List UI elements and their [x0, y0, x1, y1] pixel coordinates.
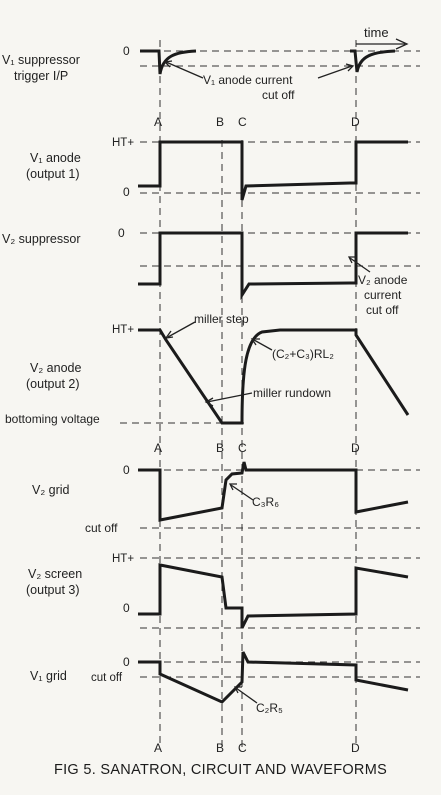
v1-grid-waveform — [138, 651, 409, 704]
trace-label-line: trigger I/P — [14, 69, 68, 83]
pointer-c2r5 — [235, 687, 258, 704]
time-axis: time — [356, 25, 409, 50]
annotation-bottoming-voltage: bottoming voltage — [5, 412, 100, 426]
trace-label-line: V₂ anode — [30, 361, 81, 375]
time-marker-d: D — [351, 741, 360, 755]
time-marker-labels-mid: A B C D — [154, 441, 360, 455]
annotation-v2-anode-cutoff: current — [364, 288, 402, 302]
annotation-c2r5: C₂R₅ — [256, 701, 283, 715]
arrowhead — [204, 397, 214, 407]
time-marker-a: A — [154, 741, 162, 755]
level-label-zero: 0 — [123, 463, 130, 477]
level-label-ht: HT+ — [112, 553, 134, 565]
level-label-zero: 0 — [123, 601, 130, 615]
waveform-diagram: time V₁ suppressor trigger I/P 0 V₁ anod… — [2, 25, 420, 755]
level-label-ht: HT+ — [112, 324, 134, 336]
time-marker-c: C — [238, 441, 247, 455]
time-marker-c: C — [238, 741, 247, 755]
trace-label-line: V₂ screen — [28, 567, 82, 581]
trace-label-line: V₂ grid — [32, 483, 70, 497]
annotation-v2-anode-cutoff: V₂ anode — [358, 273, 408, 287]
trace-label-line: (output 3) — [26, 583, 80, 597]
trace-v2-anode: V₂ anode (output 2) HT+ bottoming voltag… — [5, 312, 410, 426]
trace-v2-screen: V₂ screen (output 3) HT+ 0 — [26, 553, 420, 629]
time-marker-a: A — [154, 441, 162, 455]
arrowhead — [164, 330, 174, 339]
pointer-recovery — [253, 339, 273, 351]
time-marker-a: A — [154, 115, 162, 129]
time-marker-d: D — [351, 441, 360, 455]
level-label-cutoff: cut off — [85, 521, 118, 535]
annotation-v2-anode-cutoff: cut off — [366, 303, 399, 317]
pointer-c3r6 — [230, 484, 254, 501]
time-label: time — [364, 25, 389, 40]
time-arrowhead — [395, 38, 409, 50]
annotation-miller-step: miller step — [194, 312, 249, 326]
trace-label-line: (output 2) — [26, 377, 80, 391]
v2-suppressor-waveform — [138, 231, 408, 301]
level-label-zero: 0 — [123, 185, 130, 199]
trace-label-line: V₁ anode — [30, 151, 81, 165]
trigger-pulse-d — [350, 49, 396, 73]
level-label-zero: 0 — [123, 44, 130, 58]
time-marker-labels-bottom: A B C D — [154, 741, 360, 755]
time-marker-labels-top: A B C D — [154, 115, 360, 129]
trace-v1-grid: V₁ grid 0 cut off C₂R₅ — [30, 651, 420, 715]
trigger-pulse-a — [140, 49, 197, 75]
trace-label-line: V₁ grid — [30, 669, 67, 683]
trace-v2-suppressor: V₂ suppressor 0 V₂ anode current cut off — [2, 226, 420, 317]
pointer-v1-cutoff-a — [165, 61, 204, 79]
level-label-ht: HT+ — [112, 137, 134, 149]
v1-anode-waveform — [138, 140, 408, 201]
annotation-v1-anode-cutoff: cut off — [262, 88, 295, 102]
trace-v1-suppressor: V₁ suppressor trigger I/P 0 V₁ anode cur… — [2, 44, 420, 102]
time-marker-b: B — [216, 441, 224, 455]
trace-v1-anode: V₁ anode (output 1) HT+ 0 — [26, 137, 420, 201]
annotation-miller-rundown: miller rundown — [253, 386, 331, 400]
pointer-miller-step — [167, 321, 196, 338]
figure-caption: FIG 5. SANATRON, CIRCUIT AND WAVEFORMS — [53, 762, 388, 778]
v2-grid-waveform — [138, 461, 409, 522]
arrowhead — [233, 686, 242, 694]
annotation-v1-anode-cutoff: V₁ anode current — [203, 73, 293, 87]
time-marker-c: C — [238, 115, 247, 129]
pointer-v2-cutoff — [349, 257, 371, 273]
level-label-cutoff: cut off — [91, 672, 123, 684]
pointer-miller-rundown — [206, 392, 253, 403]
v2-screen-waveform — [138, 563, 409, 629]
arrowhead — [347, 256, 356, 264]
trace-label-line: V₁ suppressor — [2, 53, 80, 67]
level-label-zero: 0 — [123, 655, 130, 669]
arrowhead — [228, 483, 237, 491]
time-marker-b: B — [216, 741, 224, 755]
time-marker-d: D — [351, 115, 360, 129]
arrowhead — [163, 60, 173, 68]
trace-label-line: (output 1) — [26, 167, 80, 181]
arrowhead — [345, 63, 355, 72]
annotation-recovery-tc: (C₂+C₃)RL₂ — [272, 347, 334, 361]
time-marker-b: B — [216, 115, 224, 129]
trace-v2-grid: V₂ grid 0 cut off C₃R₆ — [32, 461, 420, 535]
annotation-c3r6: C₃R₆ — [252, 495, 279, 509]
v2-anode-waveform — [138, 328, 410, 425]
arrowhead — [250, 338, 260, 346]
pointer-v1-cutoff-d — [317, 65, 353, 79]
trace-label-line: V₂ suppressor — [2, 232, 81, 246]
level-label-zero: 0 — [118, 226, 125, 240]
